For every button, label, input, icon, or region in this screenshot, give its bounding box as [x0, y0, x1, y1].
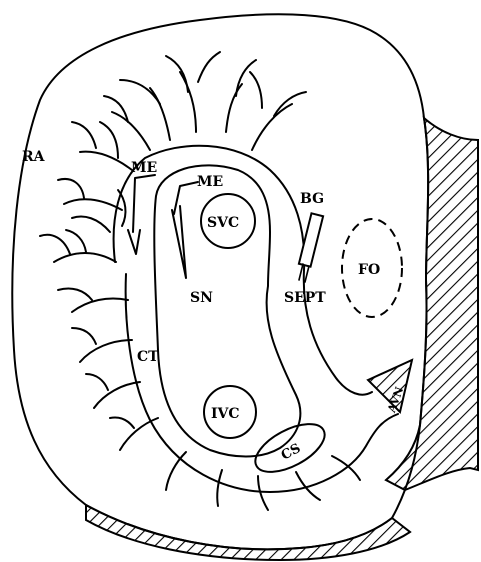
hatched-right-tissue	[386, 118, 478, 490]
pectinate-muscles	[40, 52, 360, 510]
label-sept: SEPT	[284, 290, 326, 306]
label-me-left: ME	[131, 160, 157, 176]
label-ra: RA	[22, 149, 46, 165]
me-left-electrode	[128, 175, 155, 254]
atrium-outline	[12, 14, 428, 549]
label-sn: SN	[190, 290, 213, 306]
label-ct: CT	[137, 349, 159, 365]
me-right-electrode	[172, 182, 198, 278]
bg-electrode	[299, 213, 323, 282]
label-me-right: ME	[197, 174, 223, 190]
label-ivc: IVC	[211, 406, 240, 422]
label-svc: SVC	[207, 215, 239, 231]
crista-lower-channel	[126, 274, 398, 492]
label-fo: FO	[358, 262, 380, 278]
label-cs: CS	[279, 441, 303, 464]
hatched-bottom-tissue	[86, 505, 410, 560]
label-bg: BG	[300, 191, 324, 207]
